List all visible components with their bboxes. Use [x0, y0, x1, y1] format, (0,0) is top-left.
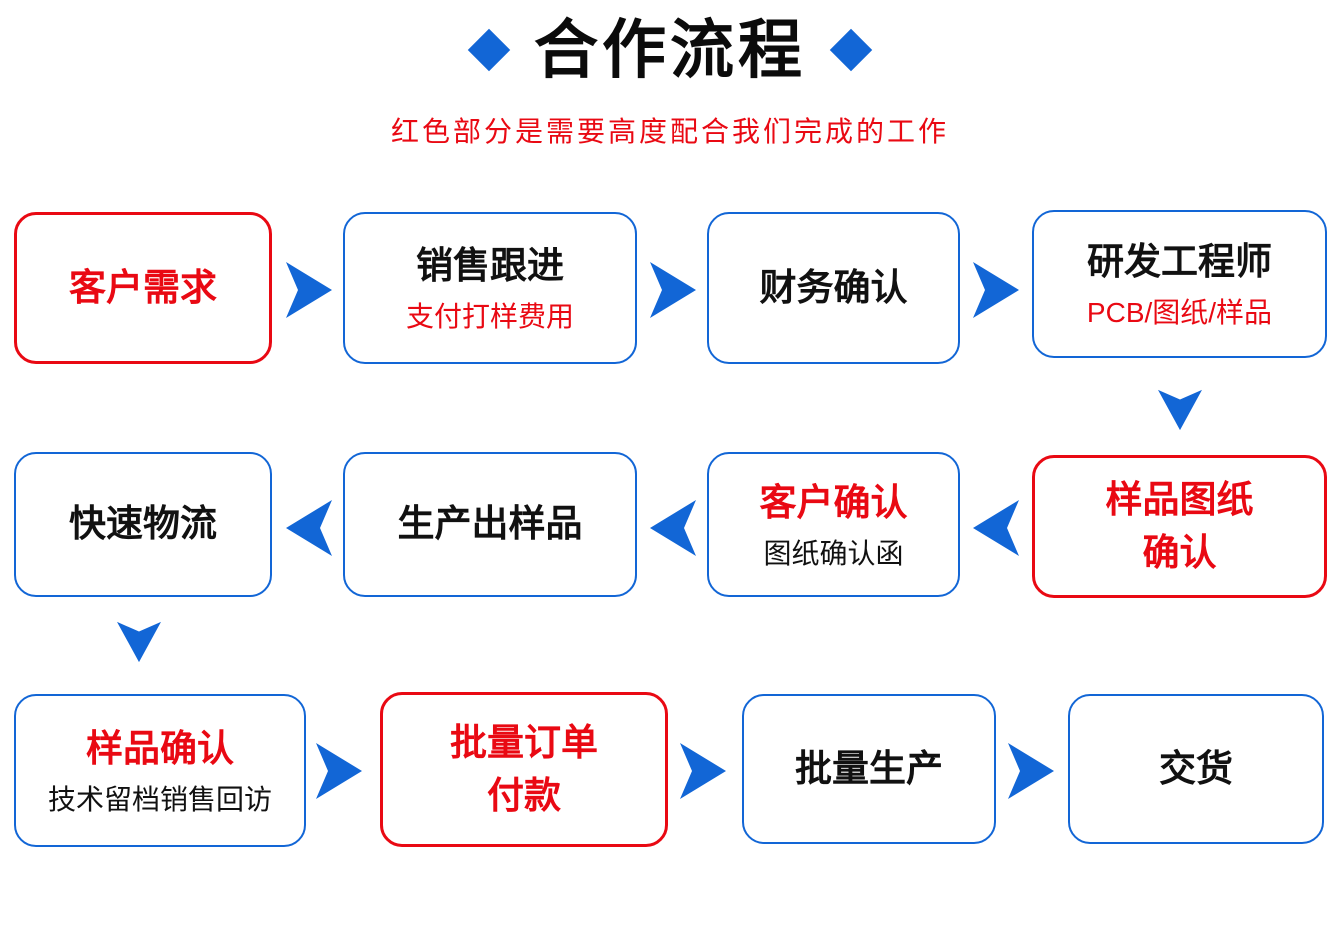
box-label: 批量订单	[450, 722, 598, 764]
flow-box-fast-logistics: 快速物流	[14, 452, 272, 597]
flow-box-sales-followup: 销售跟进 支付打样费用	[343, 212, 637, 364]
arrow-left-icon	[650, 500, 696, 556]
diamond-icon	[467, 29, 511, 72]
flow-box-produce-sample: 生产出样品	[343, 452, 637, 597]
box-label: 客户确认	[759, 481, 908, 523]
box-label: 样品确认	[86, 727, 234, 769]
arrow-right-icon	[973, 262, 1019, 318]
flow-box-rd-engineer: 研发工程师 PCB/图纸/样品	[1032, 210, 1327, 358]
arrow-left-icon	[286, 500, 332, 556]
flow-box-sample-drawing-confirm: 样品图纸 确认	[1032, 455, 1327, 598]
arrow-right-icon	[1008, 743, 1054, 799]
arrow-right-icon	[680, 743, 726, 799]
flow-box-delivery: 交货	[1068, 694, 1324, 844]
page-title: 合作流程	[0, 12, 1340, 89]
flow-box-finance-confirm: 财务确认	[707, 212, 960, 364]
arrow-right-icon	[316, 743, 362, 799]
box-sublabel: 图纸确认函	[763, 537, 904, 569]
box-label: 批量生产	[795, 747, 943, 789]
arrow-down-icon	[1158, 388, 1202, 432]
flow-box-customer-confirm: 客户确认 图纸确认函	[707, 452, 960, 597]
box-sublabel: 技术留档销售回访	[47, 783, 272, 815]
box-label: 客户需求	[69, 266, 217, 308]
flow-box-bulk-order-payment: 批量订单 付款	[380, 692, 668, 847]
box-label: 快速物流	[69, 503, 217, 545]
box-label: 交货	[1159, 747, 1233, 789]
flow-box-bulk-production: 批量生产	[742, 694, 996, 844]
box-sublabel: PCB/图纸/样品	[1086, 297, 1273, 329]
arrow-down-icon	[117, 620, 161, 664]
arrow-right-icon	[650, 262, 696, 318]
title-text: 合作流程	[534, 14, 806, 86]
box-label: 生产出样品	[397, 503, 583, 545]
box-label: 销售跟进	[416, 245, 564, 287]
subtitle-text: 红色部分是需要高度配合我们完成的工作	[390, 116, 949, 147]
box-label-line2: 付款	[487, 774, 561, 816]
box-label: 财务确认	[759, 266, 908, 308]
arrow-left-icon	[973, 500, 1019, 556]
box-label: 研发工程师	[1087, 241, 1272, 283]
box-sublabel: 支付打样费用	[405, 301, 574, 333]
box-label-line2: 确认	[1142, 531, 1217, 573]
arrow-right-icon	[286, 262, 332, 318]
flow-box-customer-need: 客户需求	[14, 212, 272, 364]
diamond-icon	[829, 29, 873, 72]
box-label: 样品图纸	[1105, 479, 1254, 521]
flow-box-sample-confirm: 样品确认 技术留档销售回访	[14, 694, 306, 847]
